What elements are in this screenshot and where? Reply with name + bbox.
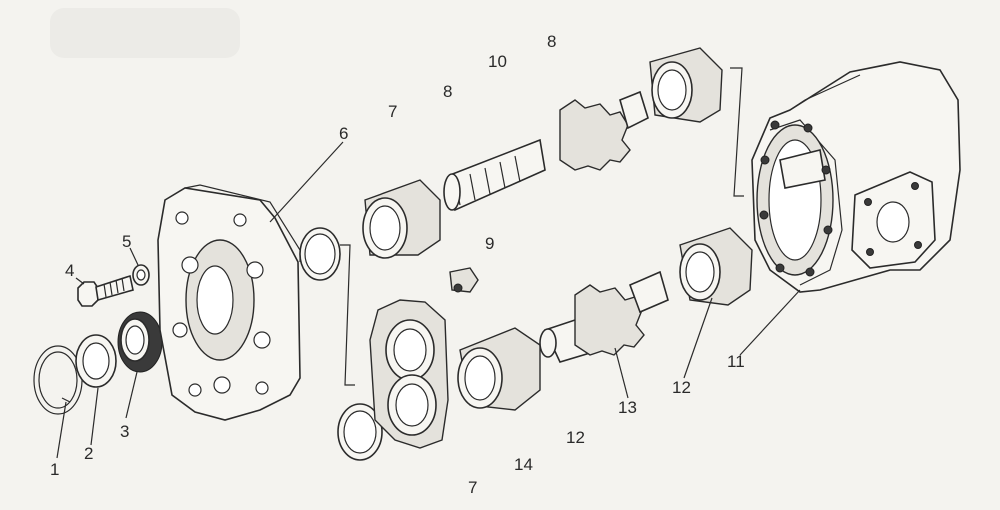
bushing-lower-right (679, 227, 753, 306)
leader-lines (56, 141, 801, 459)
callout-5: 5 (122, 232, 131, 251)
shaft-seal-3 (117, 311, 163, 373)
seal-plate-14 (369, 299, 449, 449)
callout-7-top: 7 (388, 102, 397, 121)
callout-8-right: 8 (547, 32, 556, 51)
callout-11: 11 (727, 352, 745, 371)
bushing-upper-left (362, 179, 441, 259)
callout-7-bottom: 7 (468, 478, 477, 497)
callout-6: 6 (339, 124, 348, 143)
callout-3: 3 (120, 422, 129, 441)
scan-smudge (50, 8, 240, 58)
lock-washer-5 (132, 264, 150, 286)
o-ring-upper (299, 227, 341, 281)
callout-2: 2 (84, 444, 93, 463)
callout-9: 9 (485, 234, 494, 253)
pump-body-11 (751, 61, 961, 293)
bolt-4 (77, 274, 134, 307)
callout-13: 13 (618, 398, 637, 417)
bushing-lower-left (457, 327, 541, 411)
washer-2 (75, 334, 117, 388)
o-ring-lower (337, 403, 383, 461)
callout-4: 4 (65, 261, 74, 280)
callout-12-bottom: 12 (566, 428, 585, 447)
callout-14: 14 (514, 455, 533, 474)
callout-12-right: 12 (672, 378, 691, 397)
callout-8-left: 8 (443, 82, 452, 101)
bushing-upper-right (649, 47, 723, 123)
callout-10: 10 (488, 52, 507, 71)
driven-gear-lower (539, 270, 669, 363)
callout-1: 1 (50, 460, 59, 479)
front-cover-6 (157, 184, 301, 421)
assembly-line-right (730, 67, 744, 197)
key-9 (449, 267, 479, 293)
drive-gear-shaft-upper (443, 90, 649, 212)
retaining-ring-1 (33, 345, 83, 415)
callout-labels: 1 2 3 4 5 6 7 7 8 8 9 10 11 12 12 13 14 (50, 32, 745, 497)
assembly-line-left (340, 244, 355, 386)
